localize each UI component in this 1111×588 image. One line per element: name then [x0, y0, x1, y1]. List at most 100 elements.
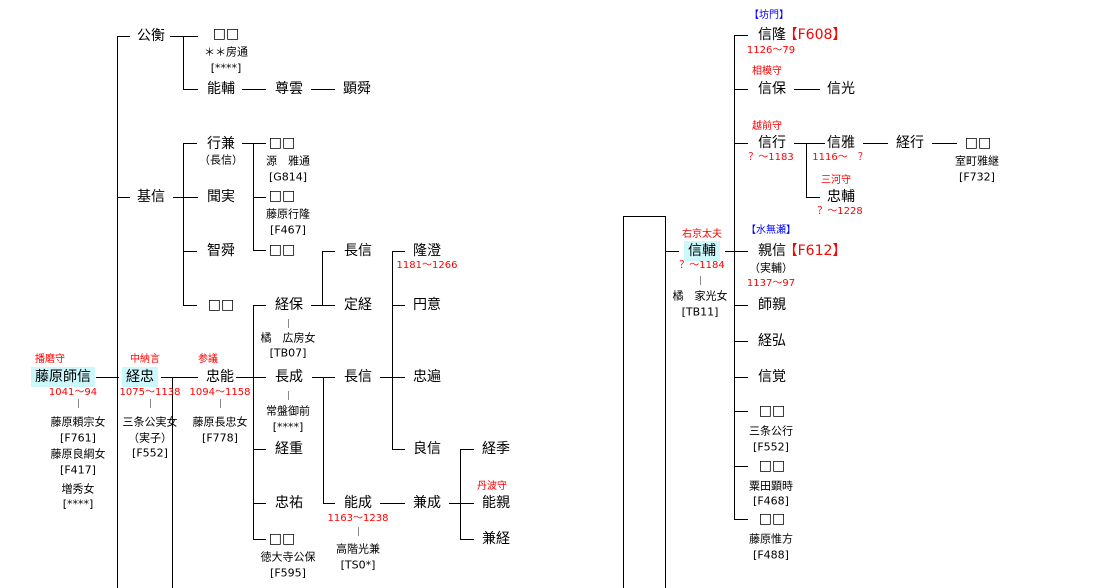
connector	[253, 197, 266, 198]
person-shinkaku[interactable]: 信覚	[758, 369, 786, 385]
life-years: ？〜1228	[817, 206, 863, 217]
person-tsuneyuki[interactable]: 経行	[896, 135, 924, 151]
connector	[734, 143, 748, 144]
connector	[311, 305, 335, 306]
connector	[380, 503, 405, 504]
person-tsunesue[interactable]: 経季	[482, 441, 510, 457]
person-sonun[interactable]: 尊雲	[275, 81, 303, 97]
person-yoshinari[interactable]: 能成	[344, 495, 372, 511]
marriage-tick	[288, 319, 289, 328]
connector	[460, 449, 474, 450]
person-sadatsune[interactable]: 定経	[344, 297, 372, 313]
connector	[932, 143, 957, 144]
person-chuhen[interactable]: 忠遍	[413, 369, 441, 385]
person-tsunetada-highlighted[interactable]: 経忠	[122, 367, 158, 387]
connector	[322, 251, 323, 305]
person-yoshichika[interactable]: 能親	[482, 495, 510, 511]
person-unknown[interactable]: □□	[758, 458, 786, 474]
connector	[253, 449, 266, 450]
person-chikanobu[interactable]: 親信	[758, 243, 786, 259]
house-name: 【坊門】	[749, 10, 789, 21]
person-unknown[interactable]: □□	[758, 511, 786, 527]
spouse-name: 増秀女	[61, 482, 95, 496]
connector	[253, 539, 266, 540]
connector	[323, 503, 335, 504]
person-tadasuke[interactable]: 忠輔	[827, 189, 855, 205]
person-naganari[interactable]: 長成	[275, 369, 303, 385]
connector	[734, 519, 748, 520]
life-years: 1163〜1238	[327, 513, 389, 524]
spouse-name: 藤原長忠女	[192, 415, 248, 429]
spouse-name: 室町雅継	[955, 154, 999, 168]
person-unknown[interactable]: □□	[212, 26, 240, 42]
person-motonobu[interactable]: 基信	[137, 189, 165, 205]
person-nobumitsu[interactable]: 信光	[827, 81, 855, 97]
connector	[311, 89, 335, 90]
connector	[236, 377, 266, 378]
person-nobusuke-highlighted[interactable]: 信輔	[684, 241, 720, 261]
person-kenshun[interactable]: 顕舜	[343, 81, 371, 97]
person-nobuyuki[interactable]: 信行	[758, 135, 786, 151]
person-ryoshin[interactable]: 良信	[413, 441, 441, 457]
connector	[96, 377, 119, 378]
house-name: 【水無瀬】	[746, 225, 796, 236]
person-unknown[interactable]: □□	[758, 403, 786, 419]
connector	[253, 305, 266, 306]
person-unknown[interactable]: □□	[964, 135, 992, 151]
person-nobutaka[interactable]: 信隆	[758, 27, 786, 43]
person-unknown[interactable]: □□	[207, 297, 235, 313]
spouse-name: 三条公実女	[122, 415, 178, 429]
connector	[734, 35, 748, 36]
office-title: 播磨守	[35, 354, 65, 365]
office-title: 三河守	[821, 175, 851, 186]
spouse-ref: [****]	[210, 61, 242, 75]
life-years: 1075〜1138	[119, 387, 181, 398]
person-tsunehiro[interactable]: 経弘	[758, 333, 786, 349]
person-tadayoshi[interactable]: 忠能	[206, 369, 234, 385]
person-tsuneyasu[interactable]: 経保	[275, 297, 303, 313]
person-unknown[interactable]: □□	[268, 242, 296, 258]
spouse-name: 藤原良綱女	[50, 447, 106, 461]
person-tsuneshige[interactable]: 経重	[275, 441, 303, 457]
connector	[253, 305, 254, 539]
person-unknown[interactable]: □□	[268, 188, 296, 204]
family-ref-link[interactable]: 【F612】	[783, 243, 847, 259]
connector	[623, 216, 666, 217]
person-naganobu[interactable]: 長信	[344, 243, 372, 259]
person-nobumasa[interactable]: 信雅	[827, 135, 855, 151]
connector	[392, 449, 405, 450]
spouse-ref: [F778]	[202, 431, 238, 445]
person-unknown[interactable]: □□	[268, 135, 296, 151]
person-moronobu-highlighted[interactable]: 藤原師信	[31, 367, 95, 387]
person-kanenari[interactable]: 兼成	[413, 495, 441, 511]
person-eni[interactable]: 円意	[413, 297, 441, 313]
spouse-name: 藤原頼宗女	[50, 415, 106, 429]
connector	[242, 89, 266, 90]
person-bunjitsu[interactable]: 聞実	[207, 189, 235, 205]
spouse-ref: [F468]	[753, 494, 789, 508]
person-tadasuke[interactable]: 忠祐	[275, 495, 303, 511]
connector	[392, 251, 405, 252]
connector	[183, 143, 184, 305]
marriage-tick	[700, 276, 701, 285]
connector	[117, 197, 130, 198]
person-ryucho[interactable]: 隆澄	[413, 243, 441, 259]
connector	[323, 377, 324, 503]
person-kanetsune[interactable]: 兼経	[482, 531, 510, 547]
person-morochika[interactable]: 師親	[758, 297, 786, 313]
connector	[253, 143, 254, 250]
family-ref-link[interactable]: 【F608】	[783, 27, 847, 43]
connector	[183, 251, 197, 252]
marriage-tick	[288, 391, 289, 400]
person-yoshisuke[interactable]: 能輔	[207, 81, 235, 97]
spouse-ref: [TB07]	[269, 346, 307, 360]
person-nobuyasu[interactable]: 信保	[758, 81, 786, 97]
connector	[734, 411, 748, 412]
office-title: 中納言	[130, 354, 160, 365]
person-unknown[interactable]: □□	[268, 531, 296, 547]
person-yukikane[interactable]: 行兼	[207, 136, 235, 152]
marriage-tick	[220, 399, 221, 408]
person-kohira[interactable]: 公衡	[137, 28, 165, 44]
person-naganobu[interactable]: 長信	[344, 369, 372, 385]
person-chishun[interactable]: 智舜	[207, 243, 235, 259]
